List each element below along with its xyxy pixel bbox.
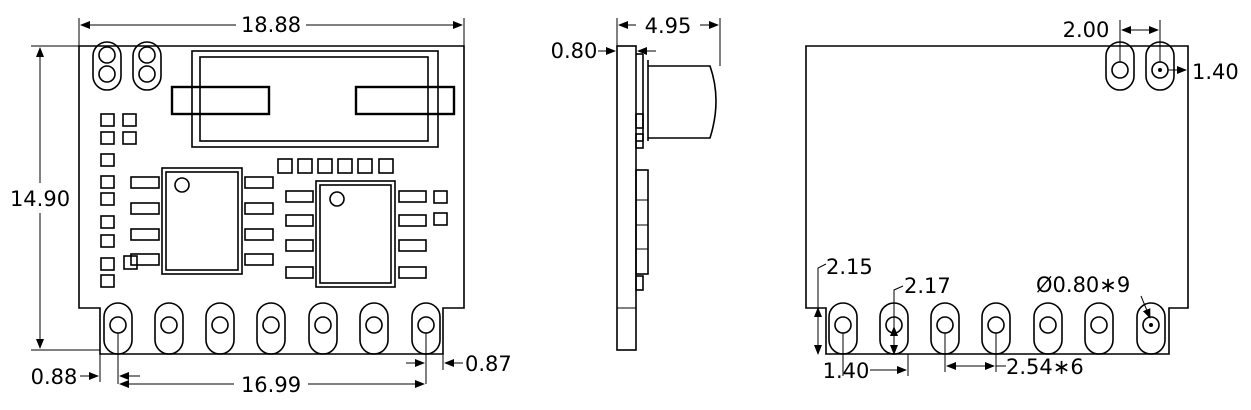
ic-chip-1: [130, 167, 274, 275]
dim-hole-depth-label: 2.17: [904, 274, 951, 298]
dimension-height: 14.90: [10, 45, 186, 351]
dimension-left-offset: 0.88: [31, 354, 140, 389]
dim-total-width-label: 18.88: [241, 13, 301, 37]
front-bottom-pads: [103, 302, 441, 355]
front-view: 18.88 14.90 16.99 0.88: [10, 13, 512, 397]
dim-pad-pitch-label: 2.54∗6: [1006, 355, 1084, 379]
dim-hole-diameter-label: Ø0.80∗9: [1036, 273, 1130, 297]
dimension-right-offset: 0.87: [406, 352, 512, 376]
dimension-pad-pitch: 2.54∗6: [944, 333, 1084, 379]
ic-chip-2: [285, 180, 448, 288]
dim-pad-span-label: 16.99: [241, 373, 301, 397]
front-board-outline: [78, 45, 465, 355]
top-left-holes: [92, 41, 162, 91]
dim-right-offset-label: 0.87: [465, 352, 512, 376]
dimension-edge-to-pad: 2.15: [814, 255, 873, 355]
bottom-top-holes: [1105, 41, 1175, 91]
crystal-component: [170, 50, 456, 148]
side-pcb: [616, 45, 637, 351]
dim-pcb-thickness-label: 0.80: [551, 39, 598, 63]
dim-bottom-offset-label: 1.40: [823, 359, 870, 383]
dimension-depth: 4.95: [616, 14, 721, 66]
dim-left-offset-label: 0.88: [31, 365, 78, 389]
bottom-pads: [828, 302, 1166, 355]
dim-top-hole-offset-label: 1.40: [1192, 60, 1239, 84]
dimension-bottom-offset: 1.40: [823, 333, 909, 383]
side-crystal: [636, 53, 717, 142]
left-smd-components: [100, 113, 138, 288]
side-view: 4.95 0.80: [551, 14, 721, 351]
dim-height-label: 14.90: [10, 187, 70, 211]
dimension-hole-diameter: Ø0.80∗9: [1036, 273, 1151, 319]
dim-edge-to-pad-label: 2.15: [826, 255, 873, 279]
dimension-total-width: 18.88: [78, 13, 465, 46]
dimension-top-hole-pitch: 2.00: [1063, 18, 1161, 62]
dimension-top-hole-offset: 1.40: [1168, 60, 1239, 112]
dim-depth-label: 4.95: [645, 14, 692, 38]
dimension-hole-depth: 2.17: [890, 274, 951, 355]
dimension-pad-span: 16.99: [117, 333, 427, 397]
dim-top-hole-pitch-label: 2.00: [1063, 18, 1110, 42]
bottom-board-outline: [805, 45, 1189, 355]
top-smd-row: [277, 158, 394, 174]
side-components: [635, 113, 649, 291]
bottom-view: 2.00 1.40 2.15 2.17 Ø0.80∗9: [805, 18, 1239, 383]
dimension-pcb-thickness: 0.80: [551, 39, 656, 63]
